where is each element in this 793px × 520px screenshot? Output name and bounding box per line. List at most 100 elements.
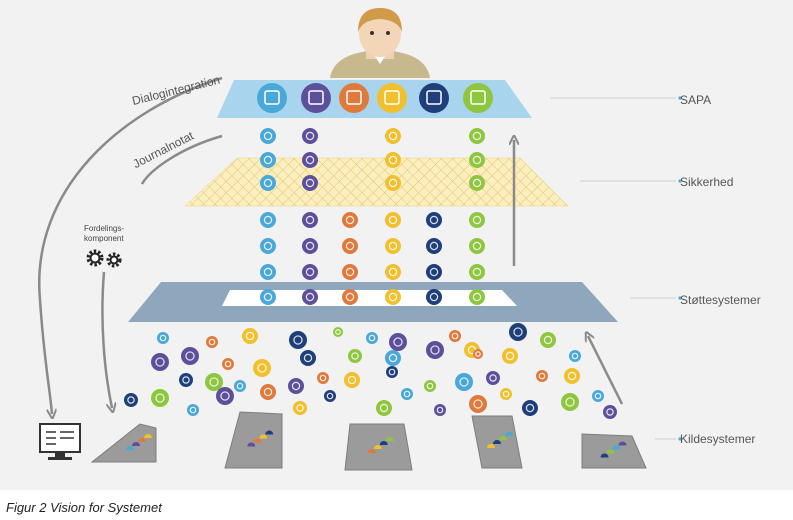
- lower-flow-dot-3-0-glyph: [388, 215, 398, 225]
- lower-flow-dot-3-1-bg: [385, 238, 401, 254]
- lower-flow-dot-4-3-glyph: [429, 292, 439, 302]
- lower-flow-dot-1-2-bg: [302, 264, 318, 280]
- source-dot-12-glyph: [543, 335, 553, 345]
- upper-flow-dot-3-1-glyph: [388, 155, 398, 165]
- diagram-background: SAPA Sikkerhed Støttesystemer Kildesyste…: [0, 0, 793, 490]
- person-icon: [330, 8, 430, 78]
- sikkerhed-layer: [184, 157, 569, 207]
- upper-flow-dot-5-1: [469, 152, 485, 168]
- source-dot-35: [124, 393, 138, 407]
- source-dot-49-glyph: [594, 392, 602, 400]
- source-dot-44-bg: [434, 404, 446, 416]
- lower-flow-dot-3-3-bg: [385, 289, 401, 305]
- source-dot-47-glyph: [525, 403, 535, 413]
- upper-flow-dot-1-1: [302, 152, 318, 168]
- source-dot-1-glyph: [159, 334, 167, 342]
- upper-flow-dot-5-1-bg: [469, 152, 485, 168]
- source-dot-34-bg: [564, 368, 580, 384]
- fordeling-line-2: komponent: [84, 234, 124, 243]
- source-dot-42-glyph: [379, 403, 389, 413]
- lower-flow-dot-0-0-bg: [260, 212, 276, 228]
- source-dot-49-bg: [592, 390, 604, 402]
- source-dot-42-bg: [376, 400, 392, 416]
- upper-flow-dot-3-2-bg: [385, 175, 401, 191]
- sapa-app-icon-bg: [301, 83, 331, 113]
- source-dot-35-glyph: [127, 396, 135, 404]
- tray-item: [259, 434, 268, 439]
- source-dot-11-bg: [509, 323, 527, 341]
- lower-flow-dot-1-1-bg: [302, 238, 318, 254]
- sapa-app-icon-bg: [463, 83, 493, 113]
- layer-label-sapa: SAPA: [680, 93, 712, 107]
- source-dot-8-bg: [389, 333, 407, 351]
- lower-flow-dot-0-2-bg: [260, 264, 276, 280]
- upper-flow-dot-1-0-bg: [302, 128, 318, 144]
- source-dot-38-bg: [216, 387, 234, 405]
- source-dot-40-glyph: [296, 404, 304, 412]
- source-dot-3-glyph: [208, 338, 216, 346]
- lower-flow-dot-3-2-bg: [385, 264, 401, 280]
- source-dot-48-glyph: [565, 397, 575, 407]
- source-dot-50: [603, 405, 617, 419]
- source-dot-19: [385, 350, 401, 366]
- source-dot-16-bg: [253, 359, 271, 377]
- upper-flow-dot-3-0-glyph: [388, 131, 398, 141]
- tray-item: [253, 438, 262, 443]
- gears-icon: [86, 249, 122, 268]
- source-dot-7-glyph: [368, 334, 376, 342]
- source-dot-22: [502, 348, 518, 364]
- tray-item: [505, 432, 513, 436]
- source-dot-28-bg: [344, 372, 360, 388]
- source-dot-15-glyph: [224, 360, 232, 368]
- source-dot-38: [216, 387, 234, 405]
- lower-flow-dot-3-0: [385, 212, 401, 228]
- lower-flow-dot-2-0-glyph: [345, 215, 355, 225]
- source-dot-5-glyph: [293, 335, 303, 345]
- source-dot-46: [500, 388, 512, 400]
- source-dot-15: [222, 358, 234, 370]
- source-dot-15-bg: [222, 358, 234, 370]
- source-dot-36: [151, 389, 169, 407]
- upper-flow-dot-3-1: [385, 152, 401, 168]
- source-dot-40-bg: [293, 401, 307, 415]
- lower-flow-dot-4-1-glyph: [429, 241, 439, 251]
- source-dot-43-bg: [401, 388, 413, 400]
- lower-flow-dot-0-3: [260, 289, 276, 305]
- source-dot-48-bg: [561, 393, 579, 411]
- sikkerhed-guide-dot: [678, 179, 682, 183]
- sapa-app-icon-glyph: [346, 90, 362, 105]
- journalnotat-arrow: [140, 134, 223, 185]
- tray-item: [138, 438, 146, 442]
- lower-flow-dot-4-3-bg: [426, 289, 442, 305]
- sapa-app-icon-glyph: [308, 90, 324, 105]
- source-dot-26-glyph: [291, 381, 301, 391]
- monitor-base: [48, 457, 72, 460]
- source-dot-48: [561, 393, 579, 411]
- upper-flow-dot-0-1-glyph: [263, 155, 273, 165]
- source-dot-1: [157, 332, 169, 344]
- source-dot-20: [426, 341, 444, 359]
- sapa-app-icon-5: [419, 83, 449, 113]
- source-dot-34-glyph: [567, 371, 577, 381]
- layer-label-sikkerhed: Sikkerhed: [680, 175, 734, 189]
- monitor-stand: [55, 452, 65, 457]
- tray-item: [493, 440, 501, 444]
- tray-item: [618, 441, 627, 446]
- source-dot-37: [187, 404, 199, 416]
- source-dot-11-glyph: [513, 327, 523, 337]
- source-dot-31-glyph: [459, 377, 469, 387]
- source-dot-32: [486, 371, 500, 385]
- lower-flow-dot-0-3-glyph: [263, 292, 273, 302]
- lower-flow-dot-1-3: [302, 289, 318, 305]
- lower-flow-dot-5-1: [469, 238, 485, 254]
- source-dot-11: [509, 323, 527, 341]
- source-dot-47-bg: [522, 400, 538, 416]
- source-dot-46-glyph: [502, 390, 510, 398]
- source-dot-31-bg: [455, 373, 473, 391]
- dialogintegration-arrow: [37, 76, 223, 414]
- lower-flow-dot-0-0-glyph: [263, 215, 273, 225]
- lower-flow-dot-3-2-glyph: [388, 267, 398, 277]
- lower-flow-dot-3-3-glyph: [388, 292, 398, 302]
- lower-flow-dot-1-0-bg: [302, 212, 318, 228]
- upper-flow-dot-1-2-glyph: [305, 178, 315, 188]
